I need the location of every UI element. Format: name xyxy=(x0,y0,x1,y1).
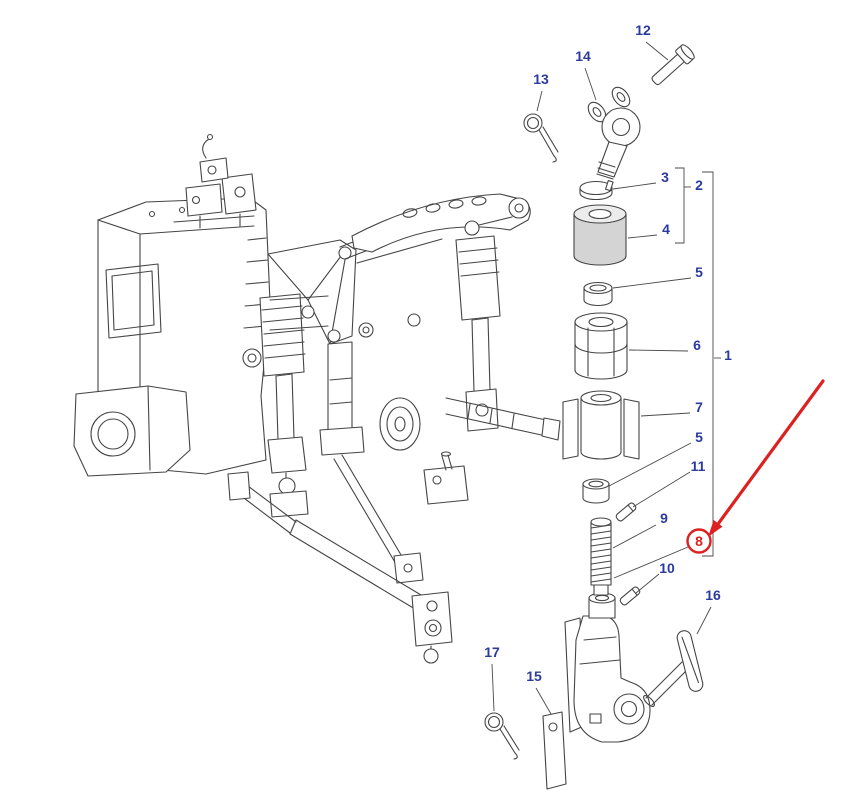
part-pin-11 xyxy=(615,502,637,522)
part-ring-5-lower xyxy=(582,478,610,504)
callout-16: 16 xyxy=(705,587,721,603)
part-clamp-3 xyxy=(579,180,614,201)
callout-13: 13 xyxy=(533,71,549,87)
callout-4: 4 xyxy=(662,221,670,237)
callout-17: 17 xyxy=(484,644,500,660)
callout-6: 6 xyxy=(693,337,701,353)
part-knuckle xyxy=(564,592,651,743)
callout-1: 1 xyxy=(724,347,732,363)
part-washers-14 xyxy=(587,86,631,123)
highlight-arrow xyxy=(716,379,825,526)
callout-9: 9 xyxy=(660,510,668,526)
part-sleeve-4 xyxy=(573,204,627,266)
callout-5-lower: 5 xyxy=(695,429,703,445)
part-pin-10 xyxy=(619,586,641,606)
callout-10: 10 xyxy=(659,560,675,576)
part-rod-end xyxy=(596,107,641,180)
callout-12: 12 xyxy=(635,22,651,38)
highlight-item-8: 8 xyxy=(686,379,825,554)
highlight-arrowhead-icon xyxy=(708,520,723,537)
part-lynch-pin-13 xyxy=(523,113,559,163)
callout-leader-lines xyxy=(491,41,721,715)
part-rod-9 xyxy=(590,517,612,596)
callout-labels: 12 14 13 3 2 4 5 6 1 7 5 11 9 10 16 15 1… xyxy=(484,22,732,684)
part-pin-12 xyxy=(651,44,695,86)
exploded-parts-column xyxy=(484,44,704,790)
part-plate-15 xyxy=(542,711,567,790)
part-yoke-7 xyxy=(562,390,640,460)
tractor-assembly-drawing xyxy=(73,133,561,664)
callout-7: 7 xyxy=(695,399,703,415)
highlight-circle xyxy=(686,528,712,554)
callout-8-highlighted: 8 xyxy=(695,533,703,549)
callout-2: 2 xyxy=(695,177,703,193)
part-crank-16 xyxy=(643,630,704,707)
part-lynch-pin-17 xyxy=(484,712,520,760)
callout-11: 11 xyxy=(691,458,706,474)
callout-14: 14 xyxy=(575,48,591,64)
callout-15: 15 xyxy=(526,668,542,684)
part-ring-5-upper xyxy=(583,281,613,307)
callout-3: 3 xyxy=(661,169,669,185)
part-nut-6 xyxy=(574,312,628,380)
callout-5-upper: 5 xyxy=(695,264,703,280)
